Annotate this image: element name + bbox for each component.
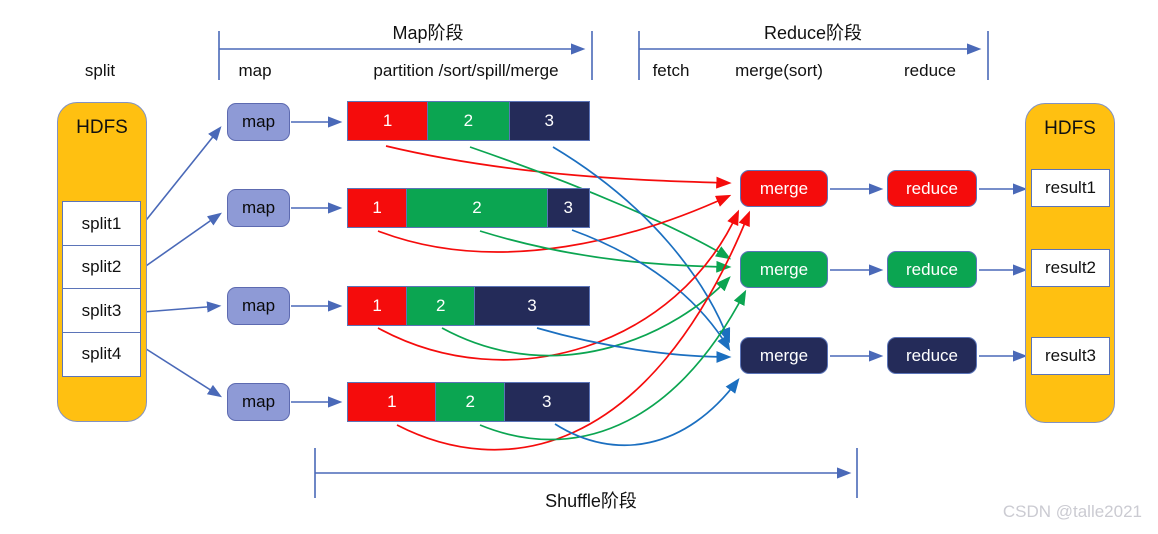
segment-label: 1 xyxy=(387,392,397,411)
reduce-node-1: reduce xyxy=(887,170,977,207)
segment-label: 1 xyxy=(372,198,382,217)
column-label-map: map xyxy=(238,61,272,80)
result-label-3: result3 xyxy=(1044,346,1097,365)
merge-to-reduce-arrows xyxy=(830,183,884,362)
map-task-2: map xyxy=(227,189,290,227)
partition-segment: 3 xyxy=(474,286,590,326)
map-task-3: map xyxy=(227,287,290,325)
result-box-2: result2 xyxy=(1031,249,1110,287)
merge-label-2: merge xyxy=(759,259,809,279)
merge-node-3: merge xyxy=(740,337,828,374)
merge-node-2: merge xyxy=(740,251,828,288)
column-label-partition: partition /sort/spill/merge xyxy=(373,61,559,80)
column-label-fetch: fetch xyxy=(652,61,690,80)
segment-label: 3 xyxy=(544,111,554,130)
segment-label: 2 xyxy=(435,296,446,315)
map-task-4: map xyxy=(227,383,290,421)
split-stack: split1 split2 split3 split4 xyxy=(62,201,141,377)
partition-segment: 2 xyxy=(405,188,549,228)
hdfs-output-title: HDFS xyxy=(1044,118,1096,139)
segment-label: 3 xyxy=(527,296,537,315)
segment-label: 1 xyxy=(372,296,382,315)
partition-bar-1: 1 2 3 xyxy=(347,101,593,141)
partition-segment: 3 xyxy=(508,101,590,141)
segment-label: 2 xyxy=(463,111,474,130)
result-box-1: result1 xyxy=(1031,169,1110,207)
split-box-2: split2 xyxy=(62,244,141,290)
reduce-stage-bracket xyxy=(638,31,989,80)
map-task-label-2: map xyxy=(241,198,276,217)
reduce-to-result-arrows xyxy=(979,183,1028,362)
map-task-label-3: map xyxy=(241,296,276,315)
partition-segment: 3 xyxy=(546,188,590,228)
partition-bar-2: 1 2 3 xyxy=(347,188,593,228)
partition-segment: 1 xyxy=(347,286,408,326)
partition-segment: 2 xyxy=(405,286,476,326)
split-box-4: split4 xyxy=(62,331,141,377)
column-label-merge-sort: merge(sort) xyxy=(735,61,823,80)
split-label-4: split4 xyxy=(81,344,122,363)
segment-label: 3 xyxy=(563,198,573,217)
segment-label: 2 xyxy=(465,392,475,411)
segment-label: 1 xyxy=(382,111,393,130)
map-task-label-4: map xyxy=(241,392,276,411)
reduce-label-1: reduce xyxy=(906,178,958,198)
map-task-label-1: map xyxy=(241,112,276,131)
result-label-1: result1 xyxy=(1044,178,1097,197)
result-box-3: result3 xyxy=(1031,337,1110,375)
split-box-1: split1 xyxy=(62,201,141,246)
partition-bar-3: 1 2 3 xyxy=(347,286,593,326)
reduce-label-3: reduce xyxy=(906,345,958,365)
result-label-2: result2 xyxy=(1044,258,1097,277)
segment-label: 2 xyxy=(472,198,482,217)
partition-segment: 2 xyxy=(426,101,511,141)
partition-segment: 1 xyxy=(347,188,408,228)
hdfs-input-title: HDFS xyxy=(76,117,128,138)
map-task-1: map xyxy=(227,103,290,141)
map-to-bar-arrows xyxy=(291,116,343,408)
split-label-3: split3 xyxy=(81,300,122,320)
shuffle-stage-bracket xyxy=(314,448,858,498)
split-label-2: split2 xyxy=(81,257,122,276)
partition-segment: 1 xyxy=(347,101,429,141)
map-stage-bracket xyxy=(218,31,593,80)
split-box-3: split3 xyxy=(62,288,141,333)
merge-label-3: merge xyxy=(759,345,809,365)
split-to-map-arrows xyxy=(142,126,223,398)
merge-node-1: merge xyxy=(740,170,828,207)
partition-segment: 2 xyxy=(435,382,506,422)
split-label-1: split1 xyxy=(81,213,122,233)
segment-label: 3 xyxy=(542,392,552,411)
reduce-label-2: reduce xyxy=(906,259,958,279)
map-stage-label: Map阶段 xyxy=(392,23,464,43)
shuffle-stage-label: Shuffle阶段 xyxy=(545,491,637,511)
column-label-reduce: reduce xyxy=(904,61,956,80)
reduce-node-3: reduce xyxy=(887,337,977,374)
reduce-stage-label: Reduce阶段 xyxy=(763,23,863,43)
partition-bar-4: 1 2 3 xyxy=(347,382,593,422)
column-label-split: split xyxy=(84,61,116,80)
partition-segment: 1 xyxy=(347,382,437,422)
merge-label-1: merge xyxy=(759,178,809,198)
partition-segment: 3 xyxy=(503,382,590,422)
watermark: CSDN @talle2021 xyxy=(1002,502,1142,521)
reduce-node-2: reduce xyxy=(887,251,977,288)
shuffle-curves xyxy=(377,145,750,451)
